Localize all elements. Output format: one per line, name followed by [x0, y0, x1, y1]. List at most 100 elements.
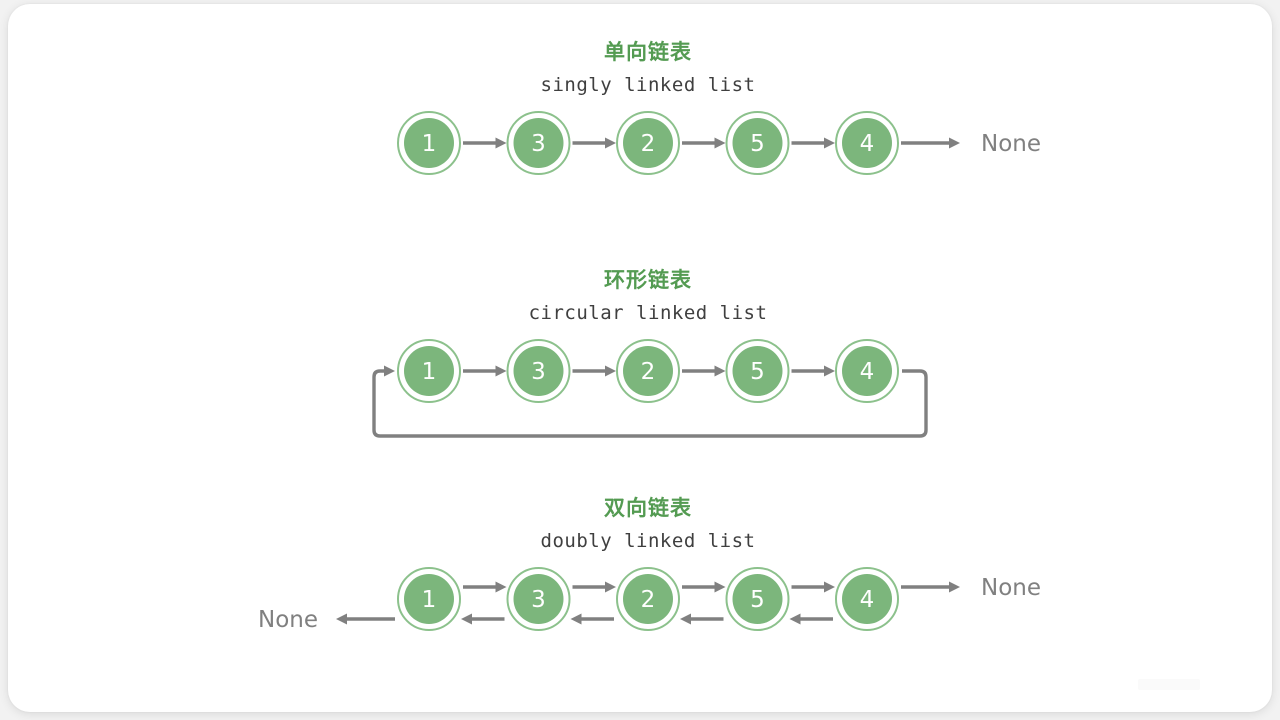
node-outer-ring [725, 339, 790, 403]
section-subtitle-circular: circular linked list [528, 302, 768, 324]
arrow-head [495, 137, 507, 149]
list-node: 3 [506, 339, 571, 403]
circular-wrap-path [372, 369, 928, 438]
section-title-doubly: 双向链表 [604, 496, 692, 520]
node-disc [404, 118, 454, 168]
arrow-head [714, 137, 726, 149]
diagram-stage: 单向链表 singly linked list None 1 3 2 5 4 环形链表 c… [8, 4, 1272, 712]
node-disc [513, 346, 564, 396]
node-outer-ring [835, 111, 899, 175]
linked-list-graphic-singly: None 1 3 2 5 4 [397, 111, 1041, 175]
diagram-singly: None 1 3 2 5 4 [8, 98, 1280, 228]
arrow-head [495, 365, 507, 377]
node-outer-ring [506, 339, 571, 403]
list-node: 5 [725, 111, 790, 175]
arrow-head [605, 365, 616, 377]
node-disc [513, 118, 564, 168]
node-outer-ring [725, 111, 790, 175]
node-outer-ring [725, 567, 790, 631]
section-subtitle-singly: singly linked list [540, 74, 756, 96]
node-outer-ring [397, 111, 461, 175]
arrow-head [461, 613, 472, 625]
node-value: 5 [750, 131, 765, 157]
diagram-card: 单向链表 singly linked list None 1 3 2 5 4 环形链表 c… [8, 4, 1272, 712]
node-disc [623, 574, 673, 624]
list-node: 4 [835, 339, 899, 403]
node-outer-ring [616, 567, 680, 631]
node-value: 3 [531, 359, 546, 385]
node-value: 3 [531, 587, 546, 613]
section-circular: 环形链表 circular linked list 1 3 2 5 4 [8, 266, 1280, 456]
node-disc [842, 346, 892, 396]
node-outer-ring [616, 339, 680, 403]
list-node: 3 [506, 111, 571, 175]
node-value: 2 [641, 359, 656, 385]
arrow-head [570, 613, 582, 625]
arrow-head [949, 137, 960, 149]
list-node: 4 [835, 111, 899, 175]
arrow-head [824, 581, 835, 593]
section-title-singly: 单向链表 [604, 40, 692, 64]
arrow-head [336, 613, 347, 625]
arrow-head [605, 581, 616, 593]
list-node: 1 [397, 111, 461, 175]
node-value: 1 [422, 587, 437, 613]
node-disc [732, 118, 783, 168]
node-disc [513, 574, 564, 624]
list-node: 2 [616, 111, 680, 175]
arrow-head [824, 365, 835, 377]
arrow-head [605, 137, 616, 149]
arrow-head [495, 581, 507, 593]
node-disc [404, 346, 454, 396]
node-outer-ring [397, 339, 461, 403]
list-node: 2 [616, 339, 680, 403]
node-disc [732, 346, 783, 396]
node-disc [404, 574, 454, 624]
arrow-head [789, 613, 801, 625]
node-value: 5 [750, 587, 765, 613]
node-disc [842, 118, 892, 168]
node-disc [623, 118, 673, 168]
list-node: 3 [506, 567, 571, 631]
node-value: 2 [641, 587, 656, 613]
node-value: 4 [860, 359, 875, 385]
watermark [1138, 679, 1200, 690]
section-singly: 单向链表 singly linked list None 1 3 2 5 4 [8, 38, 1280, 228]
node-value: 4 [860, 587, 875, 613]
node-value: 3 [531, 131, 546, 157]
head-none-label: None [258, 607, 318, 633]
node-outer-ring [397, 567, 461, 631]
list-node: 1 [397, 339, 461, 403]
node-disc [732, 574, 783, 624]
tail-none-label: None [981, 575, 1041, 601]
arrow-head [714, 581, 726, 593]
node-value: 1 [422, 359, 437, 385]
node-disc [623, 346, 673, 396]
list-node: 5 [725, 339, 790, 403]
arrow-head [824, 137, 835, 149]
node-outer-ring [506, 111, 571, 175]
node-outer-ring [835, 339, 899, 403]
arrow-head [384, 365, 395, 377]
node-outer-ring [835, 567, 899, 631]
list-node: 5 [725, 567, 790, 631]
arrow-head [680, 613, 691, 625]
section-title-circular: 环形链表 [604, 268, 692, 292]
tail-none-label: None [981, 131, 1041, 157]
node-value: 5 [750, 359, 765, 385]
node-outer-ring [506, 567, 571, 631]
node-disc [842, 574, 892, 624]
arrow-head [714, 365, 726, 377]
diagram-circular: 1 3 2 5 4 [8, 326, 1280, 456]
list-node: 2 [616, 567, 680, 631]
node-value: 2 [641, 131, 656, 157]
list-node: 4 [835, 567, 899, 631]
section-subtitle-doubly: doubly linked list [540, 530, 756, 552]
linked-list-graphic-circular: 1 3 2 5 4 [372, 339, 928, 438]
list-node: 1 [397, 567, 461, 631]
node-value: 1 [422, 131, 437, 157]
